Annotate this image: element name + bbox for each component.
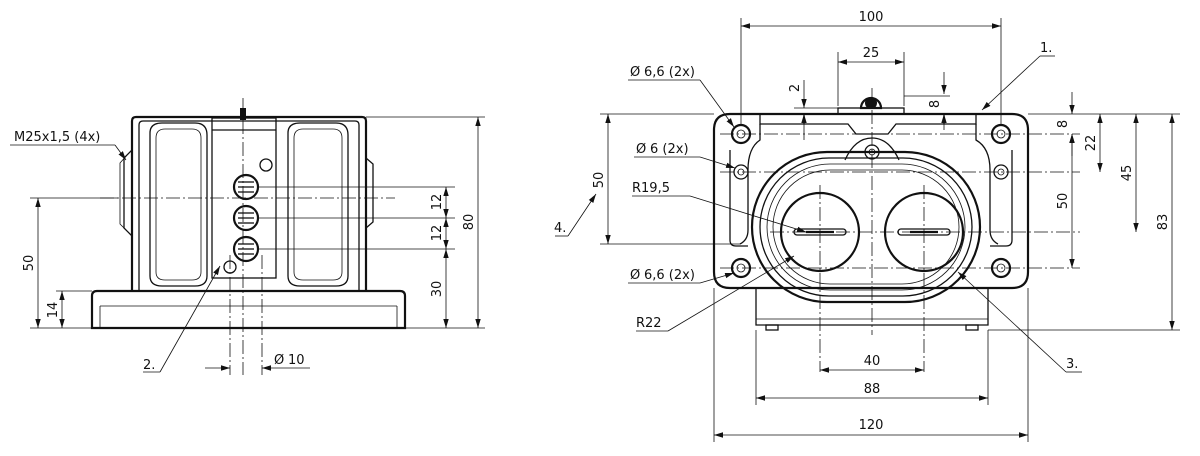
side-dim-80: 80 bbox=[462, 214, 477, 231]
side-dim-14: 14 bbox=[46, 302, 61, 319]
side-left-chamber bbox=[149, 122, 208, 287]
front-dim-83: 83 bbox=[1156, 214, 1171, 231]
side-view: 50 14 80 12 12 30 M25x1,5 (4x) Ø 10 2. bbox=[10, 98, 485, 375]
side-housing-outline bbox=[130, 115, 368, 291]
front-housing-outline bbox=[712, 112, 1030, 290]
front-hole-66-top-sym: Ø bbox=[630, 65, 640, 80]
side-dim-30: 30 bbox=[430, 281, 445, 298]
front-chamber-outer bbox=[750, 150, 982, 304]
front-callout-1: 1. bbox=[1040, 41, 1052, 56]
front-dim-8-top: 8 bbox=[928, 100, 943, 108]
side-dim-50: 50 bbox=[22, 255, 37, 272]
side-callout-2: 2. bbox=[143, 358, 155, 373]
side-right-gland bbox=[365, 157, 374, 229]
side-rollers bbox=[232, 173, 260, 263]
front-dim-88: 88 bbox=[864, 382, 881, 397]
front-dim-100: 100 bbox=[859, 10, 884, 25]
front-dim-50-right: 50 bbox=[1056, 193, 1071, 210]
front-view: 100 25 2 8 1. Ø 6,6 (2x) Ø 6 (2x) 50 R19 bbox=[554, 10, 1180, 442]
front-dim-2: 2 bbox=[788, 84, 803, 92]
front-hole-66-top: 6,6 (2x) bbox=[644, 65, 695, 80]
front-dim-8-right: 8 bbox=[1056, 120, 1071, 128]
front-r-22: R22 bbox=[636, 316, 662, 331]
front-dim-50-left: 50 bbox=[592, 172, 607, 189]
side-dim-12b: 12 bbox=[430, 225, 445, 242]
front-r-19-5: R19,5 bbox=[632, 181, 670, 196]
front-mounting-holes bbox=[730, 123, 1012, 279]
front-dim-22: 22 bbox=[1084, 135, 1099, 152]
front-plunger bbox=[837, 96, 905, 115]
front-dim-120: 120 bbox=[859, 418, 884, 433]
front-callout-3: 3. bbox=[1066, 357, 1078, 372]
front-hole-6-sym: Ø bbox=[636, 142, 646, 157]
side-left-gland bbox=[123, 149, 133, 237]
front-hole-66-bot-sym: Ø bbox=[630, 268, 640, 283]
front-dim-40: 40 bbox=[864, 354, 881, 369]
front-hole-6: 6 (2x) bbox=[650, 142, 689, 157]
side-dia-10: 10 bbox=[288, 353, 305, 368]
side-thread-label: M25x1,5 (4x) bbox=[14, 130, 100, 145]
side-dim-12a: 12 bbox=[430, 194, 445, 211]
side-dia-symbol: Ø bbox=[274, 353, 284, 368]
front-dim-25: 25 bbox=[863, 46, 880, 61]
front-dim-45: 45 bbox=[1120, 165, 1135, 182]
front-hole-66-bot: 6,6 (2x) bbox=[644, 268, 695, 283]
side-base-flange bbox=[90, 289, 407, 330]
side-right-chamber bbox=[287, 122, 349, 287]
front-callout-4: 4. bbox=[554, 221, 566, 236]
